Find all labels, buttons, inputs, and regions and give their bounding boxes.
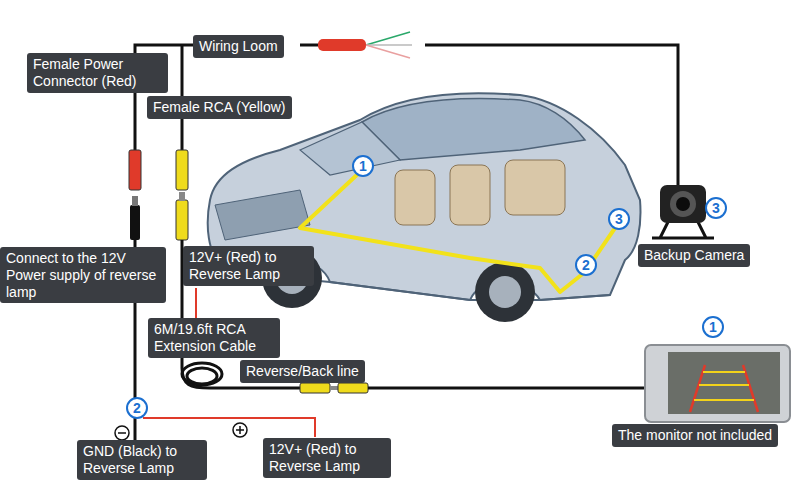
fuse-holder: [318, 39, 366, 51]
wiring-loom-label: Wiring Loom: [193, 35, 284, 58]
power-connector-label: Female Power Connector (Red): [27, 53, 168, 93]
label-text: Connect to the 12V Power supply of rever…: [6, 250, 160, 300]
label-text: 12V+ (Red) to Reverse Lamp: [189, 249, 308, 283]
extension-cable-label: 6M/19.6ft RCA Extension Cable: [148, 318, 280, 358]
rca-connector-label: Female RCA (Yellow): [147, 96, 292, 119]
callout-number: 2: [575, 254, 597, 276]
reverse-line-label: Reverse/Back line: [240, 360, 365, 383]
monitor-label: The monitor not included: [612, 424, 778, 447]
callout-number: 3: [705, 197, 727, 219]
label-text: Reverse/Back line: [246, 363, 359, 380]
power-supply-label: Connect to the 12V Power supply of rever…: [0, 247, 166, 303]
label-text: Wiring Loom: [199, 38, 278, 55]
red-wire-label: 12V+ (Red) to Reverse Lamp: [263, 438, 391, 478]
red-wire-label: 12V+ (Red) to Reverse Lamp: [183, 246, 314, 286]
label-text: The monitor not included: [618, 427, 772, 444]
camera-label: Backup Camera: [638, 244, 750, 267]
label-text: Female RCA (Yellow): [153, 99, 286, 116]
callout-number: 2: [126, 397, 148, 419]
callout-number: 1: [702, 316, 724, 338]
callout-number: 1: [352, 155, 374, 177]
label-text: Female Power Connector (Red): [33, 56, 162, 90]
monitor-icon: [645, 345, 790, 422]
ground-wire-label: GND (Black) to Reverse Lamp: [77, 440, 207, 480]
callout-number: 3: [608, 208, 630, 230]
label-text: Backup Camera: [644, 247, 744, 264]
label-text: GND (Black) to Reverse Lamp: [83, 443, 201, 477]
label-text: 6M/19.6ft RCA Extension Cable: [154, 321, 274, 355]
label-text: 12V+ (Red) to Reverse Lamp: [269, 441, 385, 475]
car-illustration: [208, 93, 641, 322]
